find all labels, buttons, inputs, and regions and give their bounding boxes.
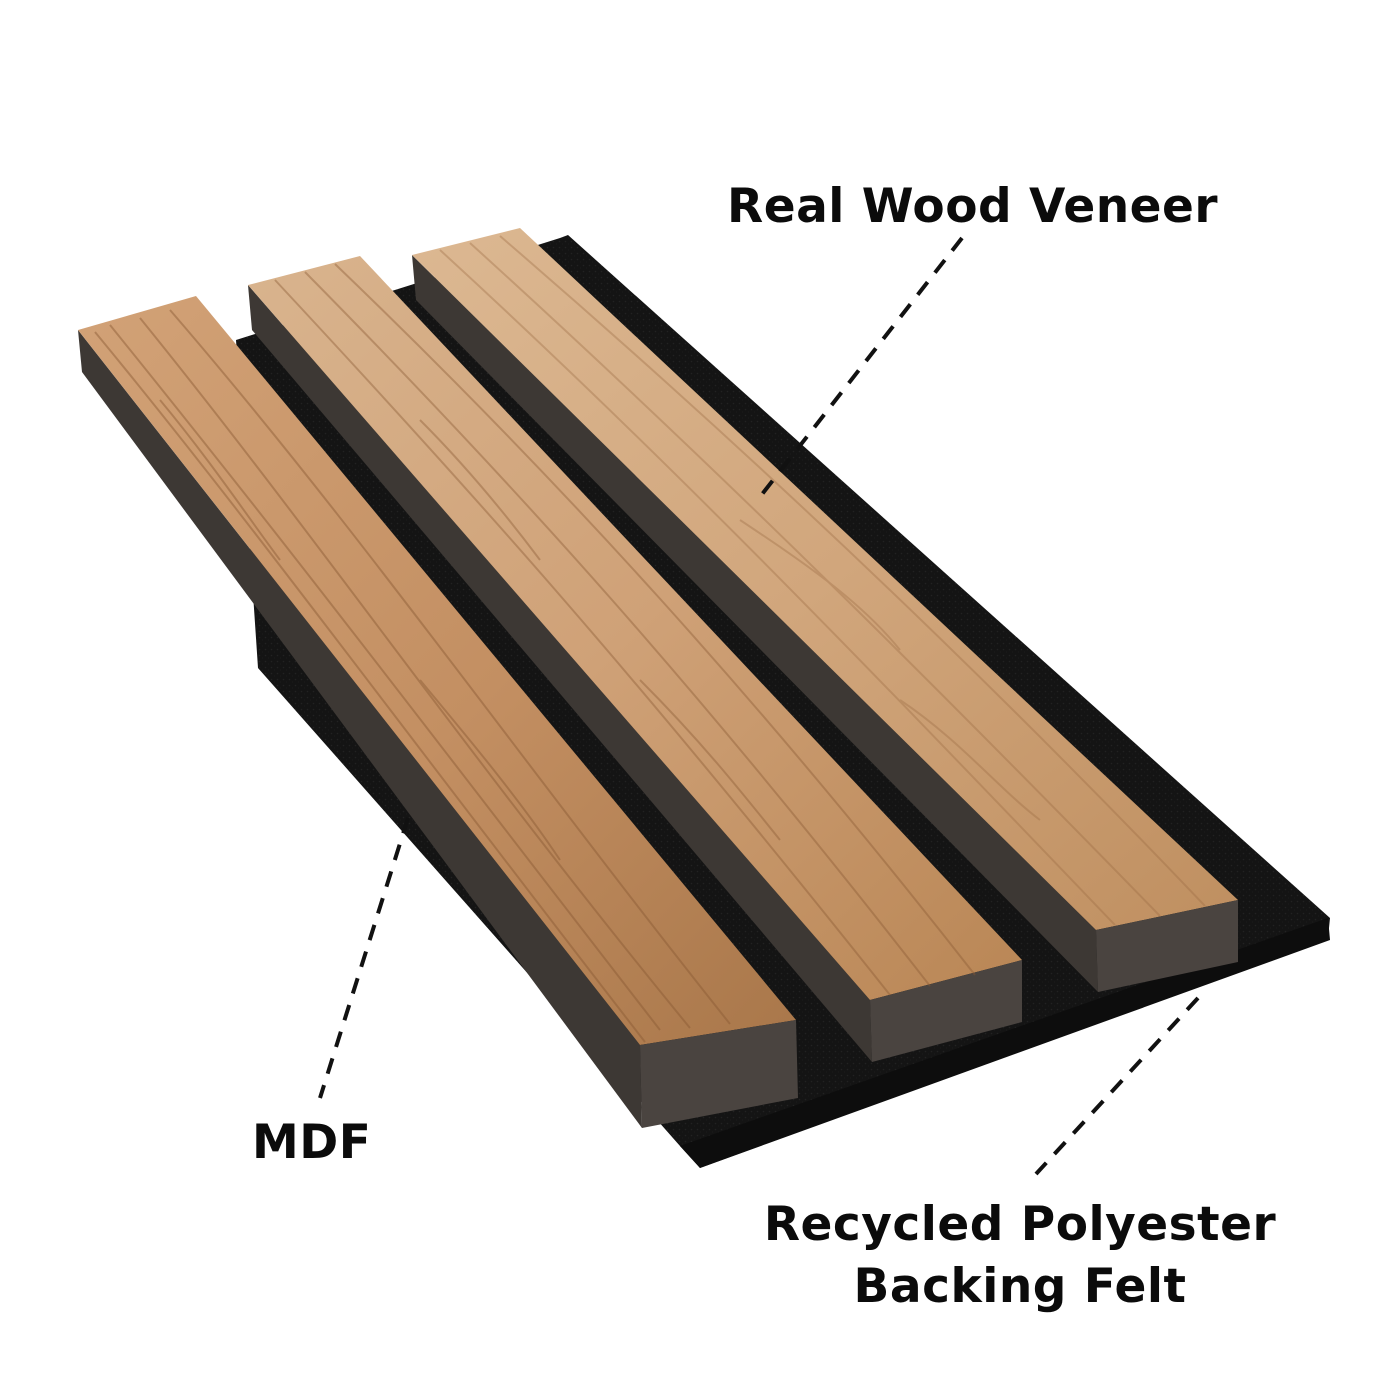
leader-line-felt	[1034, 996, 1200, 1176]
label-backing-felt: Recycled Polyester Backing Felt	[760, 1194, 1280, 1318]
label-mdf: MDF	[252, 1115, 372, 1170]
label-real-wood-veneer: Real Wood Veneer	[727, 179, 1219, 234]
leader-line-mdf	[318, 817, 410, 1099]
leader-line-veneer	[754, 236, 964, 504]
slat-middle	[248, 256, 1022, 1062]
label-backing-felt-line2: Backing Felt	[853, 1259, 1187, 1314]
slat-left	[78, 296, 798, 1128]
label-backing-felt-line1: Recycled Polyester	[763, 1197, 1277, 1252]
slat-right	[412, 228, 1238, 992]
